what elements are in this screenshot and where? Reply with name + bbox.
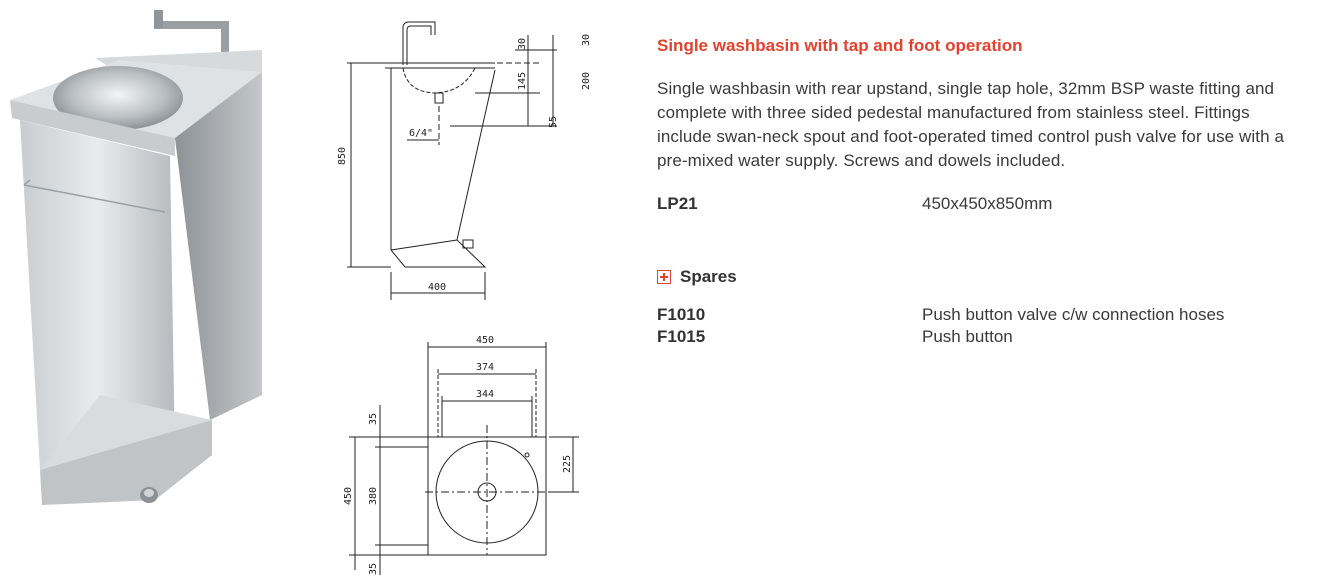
dim-bowl-depth: 380 xyxy=(368,487,379,505)
product-description: Single washbasin with rear upstand, sing… xyxy=(657,79,1285,170)
spare-description: Push button valve c/w connection hoses xyxy=(922,305,1225,324)
dim-overall-depth: 450 xyxy=(343,487,354,505)
spare-code: F1010 xyxy=(657,305,706,324)
spec-dimensions: 450x450x850mm xyxy=(922,194,1053,213)
dim-waste-offset: 55 xyxy=(548,116,559,128)
dim-back-margin: 35 xyxy=(368,413,379,425)
plus-icon[interactable] xyxy=(657,270,671,284)
spec-row: LP21 450x450x850mm xyxy=(657,193,1307,215)
side-elevation-drawing: 850 400 30 30 145 200 55 6/4" xyxy=(337,21,592,300)
dim-bowl-inner: 344 xyxy=(476,389,494,400)
dim-upstand: 30 xyxy=(517,38,528,50)
spare-description: Push button xyxy=(922,327,1013,346)
dim-height: 850 xyxy=(337,147,348,165)
plan-view-drawing: 450 374 344 450 380 35 35 225 xyxy=(343,335,579,575)
spare-code: F1015 xyxy=(657,327,706,346)
spares-heading: Spares xyxy=(680,267,737,286)
dim-bowl-outer: 374 xyxy=(476,362,494,373)
dim-depth: 400 xyxy=(428,282,446,293)
dim-rim: 30 xyxy=(581,34,592,46)
product-title: Single washbasin with tap and foot opera… xyxy=(657,36,1023,55)
product-photo xyxy=(10,10,262,505)
dim-overall-width: 450 xyxy=(476,335,494,346)
spares-toggle[interactable]: Spares xyxy=(657,267,1307,287)
dim-waste-size: 6/4" xyxy=(409,128,433,139)
spare-item: F1010 Push button valve c/w connection h… xyxy=(657,304,1307,326)
dim-waste-height: 200 xyxy=(581,72,592,90)
spec-code: LP21 xyxy=(657,194,698,213)
dim-bowl-depth: 145 xyxy=(517,72,528,90)
product-details: Single washbasin with tap and foot opera… xyxy=(657,34,1307,348)
spare-item: F1015 Push button xyxy=(657,326,1307,348)
dim-center-offset: 225 xyxy=(562,455,573,473)
dim-front-margin: 35 xyxy=(368,563,379,575)
